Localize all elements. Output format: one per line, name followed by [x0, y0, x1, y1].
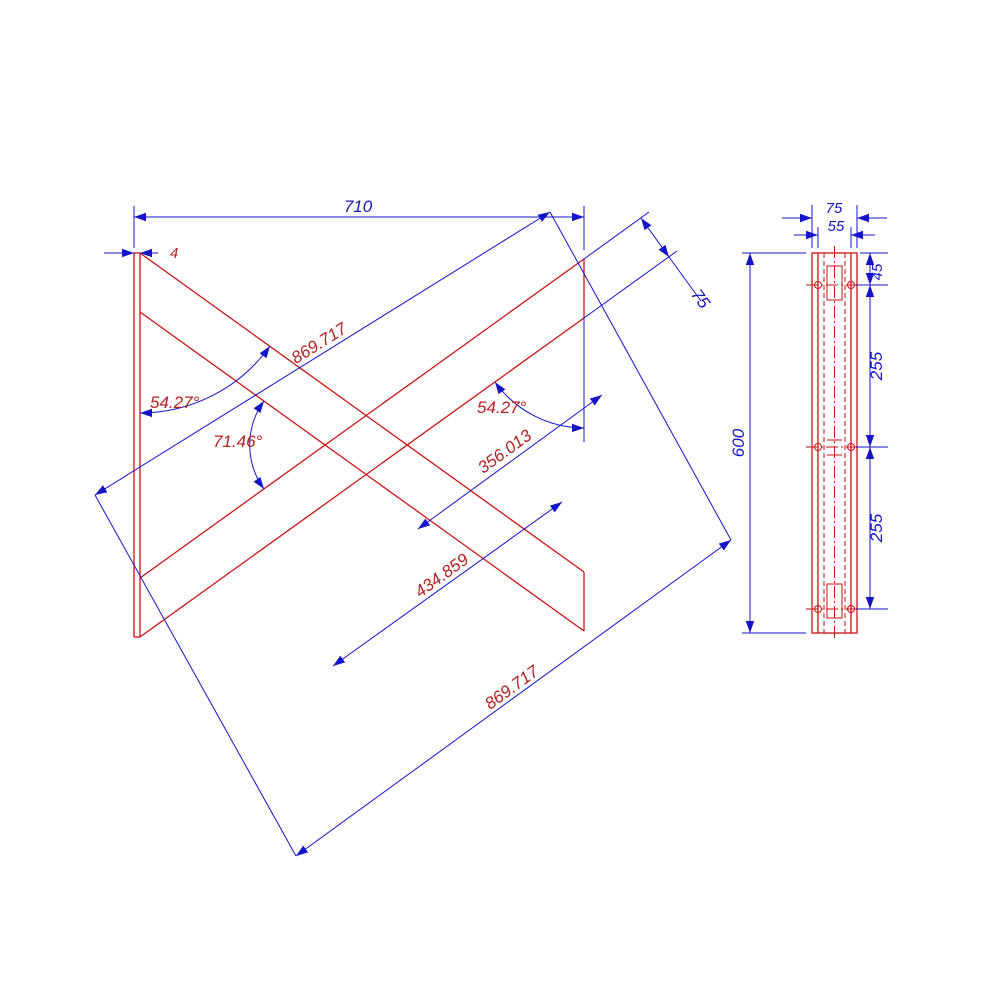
- dim-label-869-lower: 869.717: [481, 661, 542, 713]
- dim-label-434: 434.859: [411, 549, 472, 601]
- angle-label-54-left: 54.27°: [150, 393, 200, 412]
- dimension-line-75-width: [640, 217, 670, 258]
- dim-label-710: 710: [344, 197, 373, 216]
- dim-label-side-75: 75: [826, 200, 843, 217]
- bar-a-lower-edge: [139, 311, 585, 632]
- dim-label-side-600: 600: [729, 428, 748, 457]
- dim-label-356: 356.013: [474, 425, 535, 477]
- dimension-line-869-lower: [295, 539, 732, 857]
- slot-top: [826, 265, 843, 301]
- extension-line: [549, 211, 732, 541]
- slot-bottom: [826, 583, 843, 619]
- side-view-geometry: [806, 246, 863, 640]
- hole: [847, 281, 855, 289]
- extension-line: [94, 494, 297, 857]
- hole: [847, 443, 855, 451]
- front-view-dimensions: [94, 206, 732, 857]
- extension-line: [583, 250, 678, 319]
- dimension-line-869-upper: [94, 211, 551, 496]
- angle-label-54-right: 54.27°: [477, 398, 527, 417]
- dim-label-side-255-lower: 255: [867, 513, 886, 543]
- dim-label-side-45: 45: [869, 263, 886, 280]
- angle-arc-54-left: [139, 345, 271, 418]
- dim-label-869-upper: 869.717: [288, 319, 351, 368]
- side-view-dimensions: [742, 205, 888, 634]
- dimension-labels: 710 4 869.717 54.27° 71.46° 54.27° 356.0…: [150, 197, 886, 713]
- angle-arc-71: [249, 400, 265, 490]
- hole: [814, 605, 822, 613]
- angle-arc-54-right: [494, 381, 585, 433]
- hole: [847, 605, 855, 613]
- extension-line: [583, 211, 650, 260]
- dimension-line-434: [332, 501, 563, 667]
- bar-b-lower-edge: [139, 317, 585, 638]
- dim-label-side-55: 55: [828, 218, 845, 235]
- hole: [814, 443, 822, 451]
- dim-label-4: 4: [170, 245, 178, 262]
- dim-label-side-255-upper: 255: [867, 351, 886, 381]
- dimension-line-tail: [668, 256, 702, 302]
- dim-label-75-width: 75: [687, 286, 714, 313]
- hole: [814, 281, 822, 289]
- angle-label-71: 71.46°: [213, 432, 263, 451]
- bar-b-upper-edge: [139, 258, 585, 579]
